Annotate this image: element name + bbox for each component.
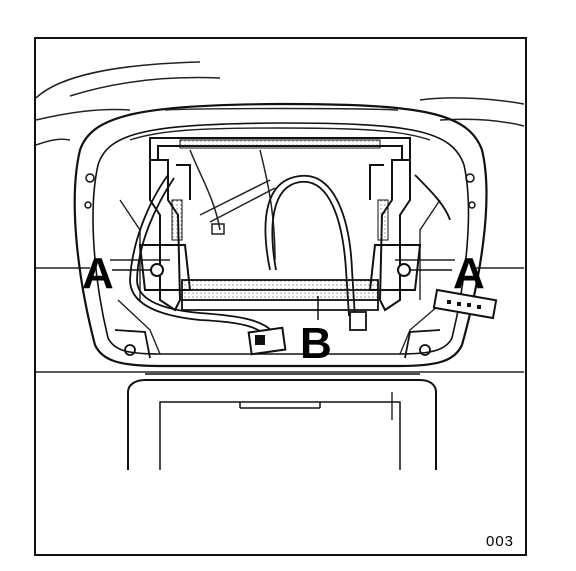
figure-frame <box>34 37 527 556</box>
side-holes <box>84 173 476 209</box>
connector-left <box>247 326 287 356</box>
screw-left <box>150 263 164 277</box>
glovebox-opening <box>73 102 488 368</box>
right-bracket <box>368 159 422 312</box>
leader-lines <box>112 269 452 320</box>
cavity-walls <box>110 107 455 355</box>
callout-a-right: A <box>453 249 485 298</box>
glovebox-lid <box>127 373 437 470</box>
callout-a-left: A <box>82 249 114 298</box>
wiring-harness <box>129 174 451 341</box>
dashboard-contours <box>35 61 525 373</box>
callout-b: B <box>300 319 332 368</box>
mounting-screws-a <box>150 263 411 277</box>
lower-rail-b <box>181 279 379 311</box>
air-duct <box>189 149 276 261</box>
screw-right <box>397 263 411 277</box>
connector-right <box>432 288 498 320</box>
bottom-fasteners <box>114 329 441 359</box>
upper-bracket <box>149 137 411 160</box>
figure-number: 003 <box>486 533 514 550</box>
connector-center <box>349 311 367 331</box>
